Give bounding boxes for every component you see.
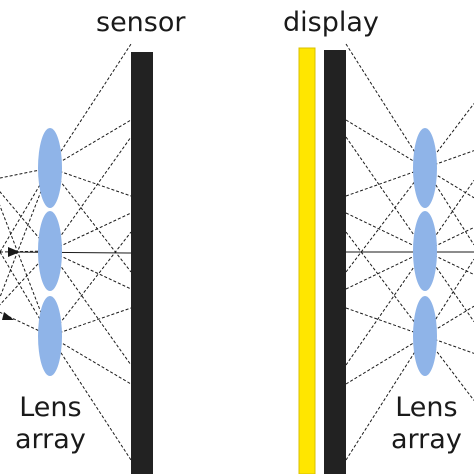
ray-right-out: [424, 150, 474, 169]
ray-left-out: [49, 136, 132, 252]
sensor-label: sensor: [96, 7, 186, 38]
ray-right-in: [345, 231, 426, 337]
ray-right-out: [424, 335, 474, 401]
ray-left-axis: [7, 251, 132, 254]
display-backlight: [298, 47, 316, 474]
ray-right-in: [345, 307, 426, 337]
lens-array-label-left: Lens array: [15, 392, 86, 456]
ray-left-out: [49, 231, 132, 337]
ray-left-out: [49, 335, 132, 385]
lens-left-bottom: [38, 296, 62, 376]
ray-left-out: [49, 167, 132, 273]
ray-right-in: [345, 167, 426, 197]
ray-left-out: [49, 167, 132, 197]
ray-left-out: [49, 307, 132, 337]
ray-right-out: [424, 226, 474, 252]
lens-left-middle: [38, 211, 62, 291]
lens-right-bottom: [413, 296, 437, 376]
lens-array-label-right: Lens array: [391, 392, 462, 456]
ray-left-out: [49, 43, 132, 169]
ray-left-out: [49, 250, 132, 366]
ray-right-in: [345, 43, 426, 169]
ray-right-out: [424, 335, 474, 354]
ray-right-out: [424, 103, 474, 169]
ray-right-in: [345, 335, 426, 461]
lens-array-left-line1: Lens: [19, 392, 82, 423]
display-label: display: [283, 7, 379, 38]
ray-left-out: [49, 119, 132, 169]
ray-right-in: [345, 167, 426, 273]
lens-right-middle: [413, 211, 437, 291]
arrow-head-bottom: [2, 312, 14, 320]
ray-right-in: [345, 119, 426, 169]
ray-right-in: [345, 136, 426, 252]
arrow-head-middle: [8, 247, 20, 257]
ray-right-in: [345, 335, 426, 385]
ray-right-out: [424, 180, 474, 252]
ray-left-out: [49, 212, 132, 252]
lens-right-top: [413, 128, 437, 208]
lens-array-right-line2: array: [391, 424, 462, 455]
ray-right-in: [345, 250, 426, 366]
display-panel: [324, 50, 346, 474]
sensor-panel: [131, 52, 153, 474]
lens-array-right-line1: Lens: [395, 392, 458, 423]
lens-array-left-line2: array: [15, 424, 86, 455]
ray-right-out: [424, 305, 474, 337]
lens-left-top: [38, 128, 62, 208]
ray-right-out: [424, 250, 474, 322]
ray-right-out: [424, 250, 474, 276]
